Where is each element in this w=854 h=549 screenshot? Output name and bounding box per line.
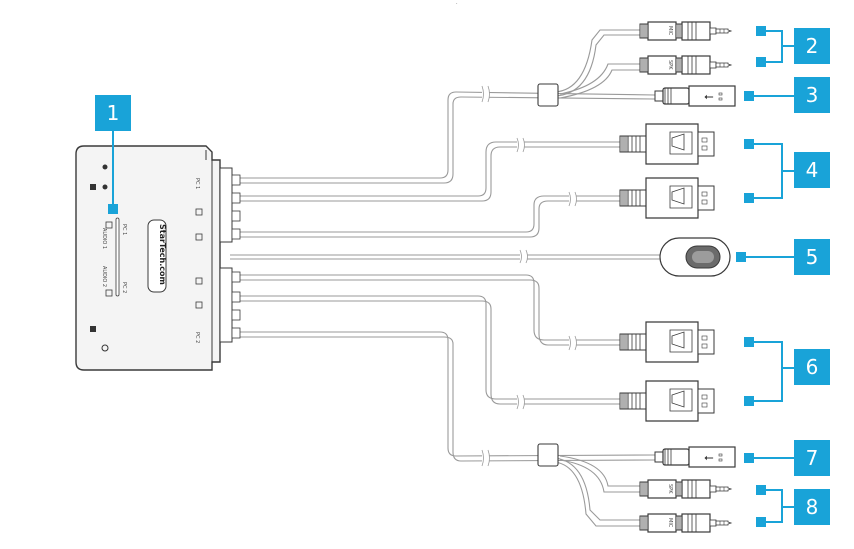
cable-pc1-dp2 bbox=[240, 195, 620, 233]
callout-4: 4 bbox=[794, 152, 830, 188]
port-icon bbox=[195, 208, 203, 216]
callout-7: 7 bbox=[794, 440, 830, 476]
callout-leaders bbox=[112, 30, 794, 523]
cable-pc2-dp2 bbox=[240, 295, 620, 400]
usb-plug-pc2: ⭠ bbox=[654, 446, 736, 468]
cable-pc1-dp1 bbox=[240, 141, 620, 197]
ferrite-core-pc2 bbox=[537, 443, 559, 467]
kvm-switch-device: StarTech.com PC 1 PC 2 AUDIO 1 AUDIO 2 P… bbox=[75, 145, 241, 371]
mic-icon bbox=[102, 164, 108, 170]
mic-label: MIC bbox=[667, 518, 673, 528]
switch-label-pc2: PC 2 bbox=[121, 282, 127, 293]
audio-plug-spk-pc2: SPK bbox=[639, 479, 732, 499]
usb-icon: ⭠ bbox=[704, 450, 714, 464]
cable-pc1-spk-b bbox=[559, 69, 640, 99]
callout-1: 1 bbox=[95, 95, 131, 131]
brand-logo: StarTech.com bbox=[158, 224, 167, 285]
remote-switch bbox=[659, 237, 731, 277]
cable-pc2-dp1-b bbox=[240, 279, 620, 346]
audio-plug-mic-pc1: MIC bbox=[639, 21, 732, 41]
cable-pc2-spk-b bbox=[559, 459, 640, 493]
cable-pc2-usb bbox=[240, 331, 656, 457]
audio-jack-icon bbox=[90, 326, 96, 332]
callout-5: 5 bbox=[794, 239, 830, 275]
audio1-label: AUDIO 1 bbox=[101, 228, 107, 249]
mic-icon bbox=[102, 184, 108, 190]
port-icon bbox=[105, 289, 113, 297]
cable-routing bbox=[230, 29, 660, 527]
port-icon bbox=[195, 233, 203, 241]
port-label-pc1: PC 1 bbox=[194, 178, 200, 189]
port-icon bbox=[105, 221, 113, 229]
dp-plug-pc2-a bbox=[619, 321, 715, 363]
cable-pc2-mic-b bbox=[554, 461, 640, 527]
callout-6: 6 bbox=[794, 349, 830, 385]
usb-plug-pc1: ⭠ bbox=[654, 85, 736, 107]
cable-pc1-dp1-b bbox=[240, 146, 620, 202]
cable-pc1-usb bbox=[240, 91, 656, 179]
ferrite-core-pc1 bbox=[537, 83, 559, 107]
cable-pc1-mic-b bbox=[554, 34, 640, 97]
spk-label: SPK bbox=[667, 60, 673, 70]
switch-label-pc1: PC 1 bbox=[121, 224, 127, 235]
headphone-icon bbox=[101, 344, 109, 352]
audio2-label: AUDIO 2 bbox=[101, 266, 107, 287]
cable-pc2-dp2-b bbox=[240, 300, 620, 405]
audio-plug-spk-pc1: SPK bbox=[639, 55, 732, 75]
top-edge-artifact: · bbox=[456, 1, 458, 7]
dp-plug-pc1-b bbox=[619, 177, 715, 219]
callout-2: 2 bbox=[794, 28, 830, 64]
mic-label: MIC bbox=[667, 26, 673, 36]
cable-pc1-usb-b bbox=[240, 96, 656, 184]
callout-8: 8 bbox=[794, 489, 830, 525]
dp-plug-pc2-b bbox=[619, 380, 715, 422]
audio-jack-icon bbox=[90, 184, 96, 190]
cable-pc1-spk bbox=[559, 63, 640, 95]
cable-pc2-spk bbox=[559, 455, 640, 487]
callout-end-markers bbox=[108, 26, 766, 527]
port-label-pc2: PC 2 bbox=[194, 332, 200, 343]
usb-icon: ⭠ bbox=[704, 89, 714, 103]
cable-pc2-usb-b bbox=[240, 336, 656, 462]
port-icon bbox=[195, 301, 203, 309]
cable-break-marks bbox=[481, 85, 577, 467]
cable-pc1-dp2-b bbox=[240, 200, 620, 238]
callout-3: 3 bbox=[794, 77, 830, 113]
cable-pc2-mic bbox=[554, 457, 640, 521]
audio-plug-mic-pc2: MIC bbox=[639, 513, 732, 533]
port-icon bbox=[195, 277, 203, 285]
cable-pc2-dp1 bbox=[240, 274, 620, 341]
dp-plug-pc1-a bbox=[619, 123, 715, 165]
cable-pc1-mic bbox=[554, 29, 640, 93]
spk-label: SPK bbox=[667, 484, 673, 494]
audio-selector-track bbox=[115, 217, 120, 297]
brand-logo-badge bbox=[147, 219, 167, 293]
